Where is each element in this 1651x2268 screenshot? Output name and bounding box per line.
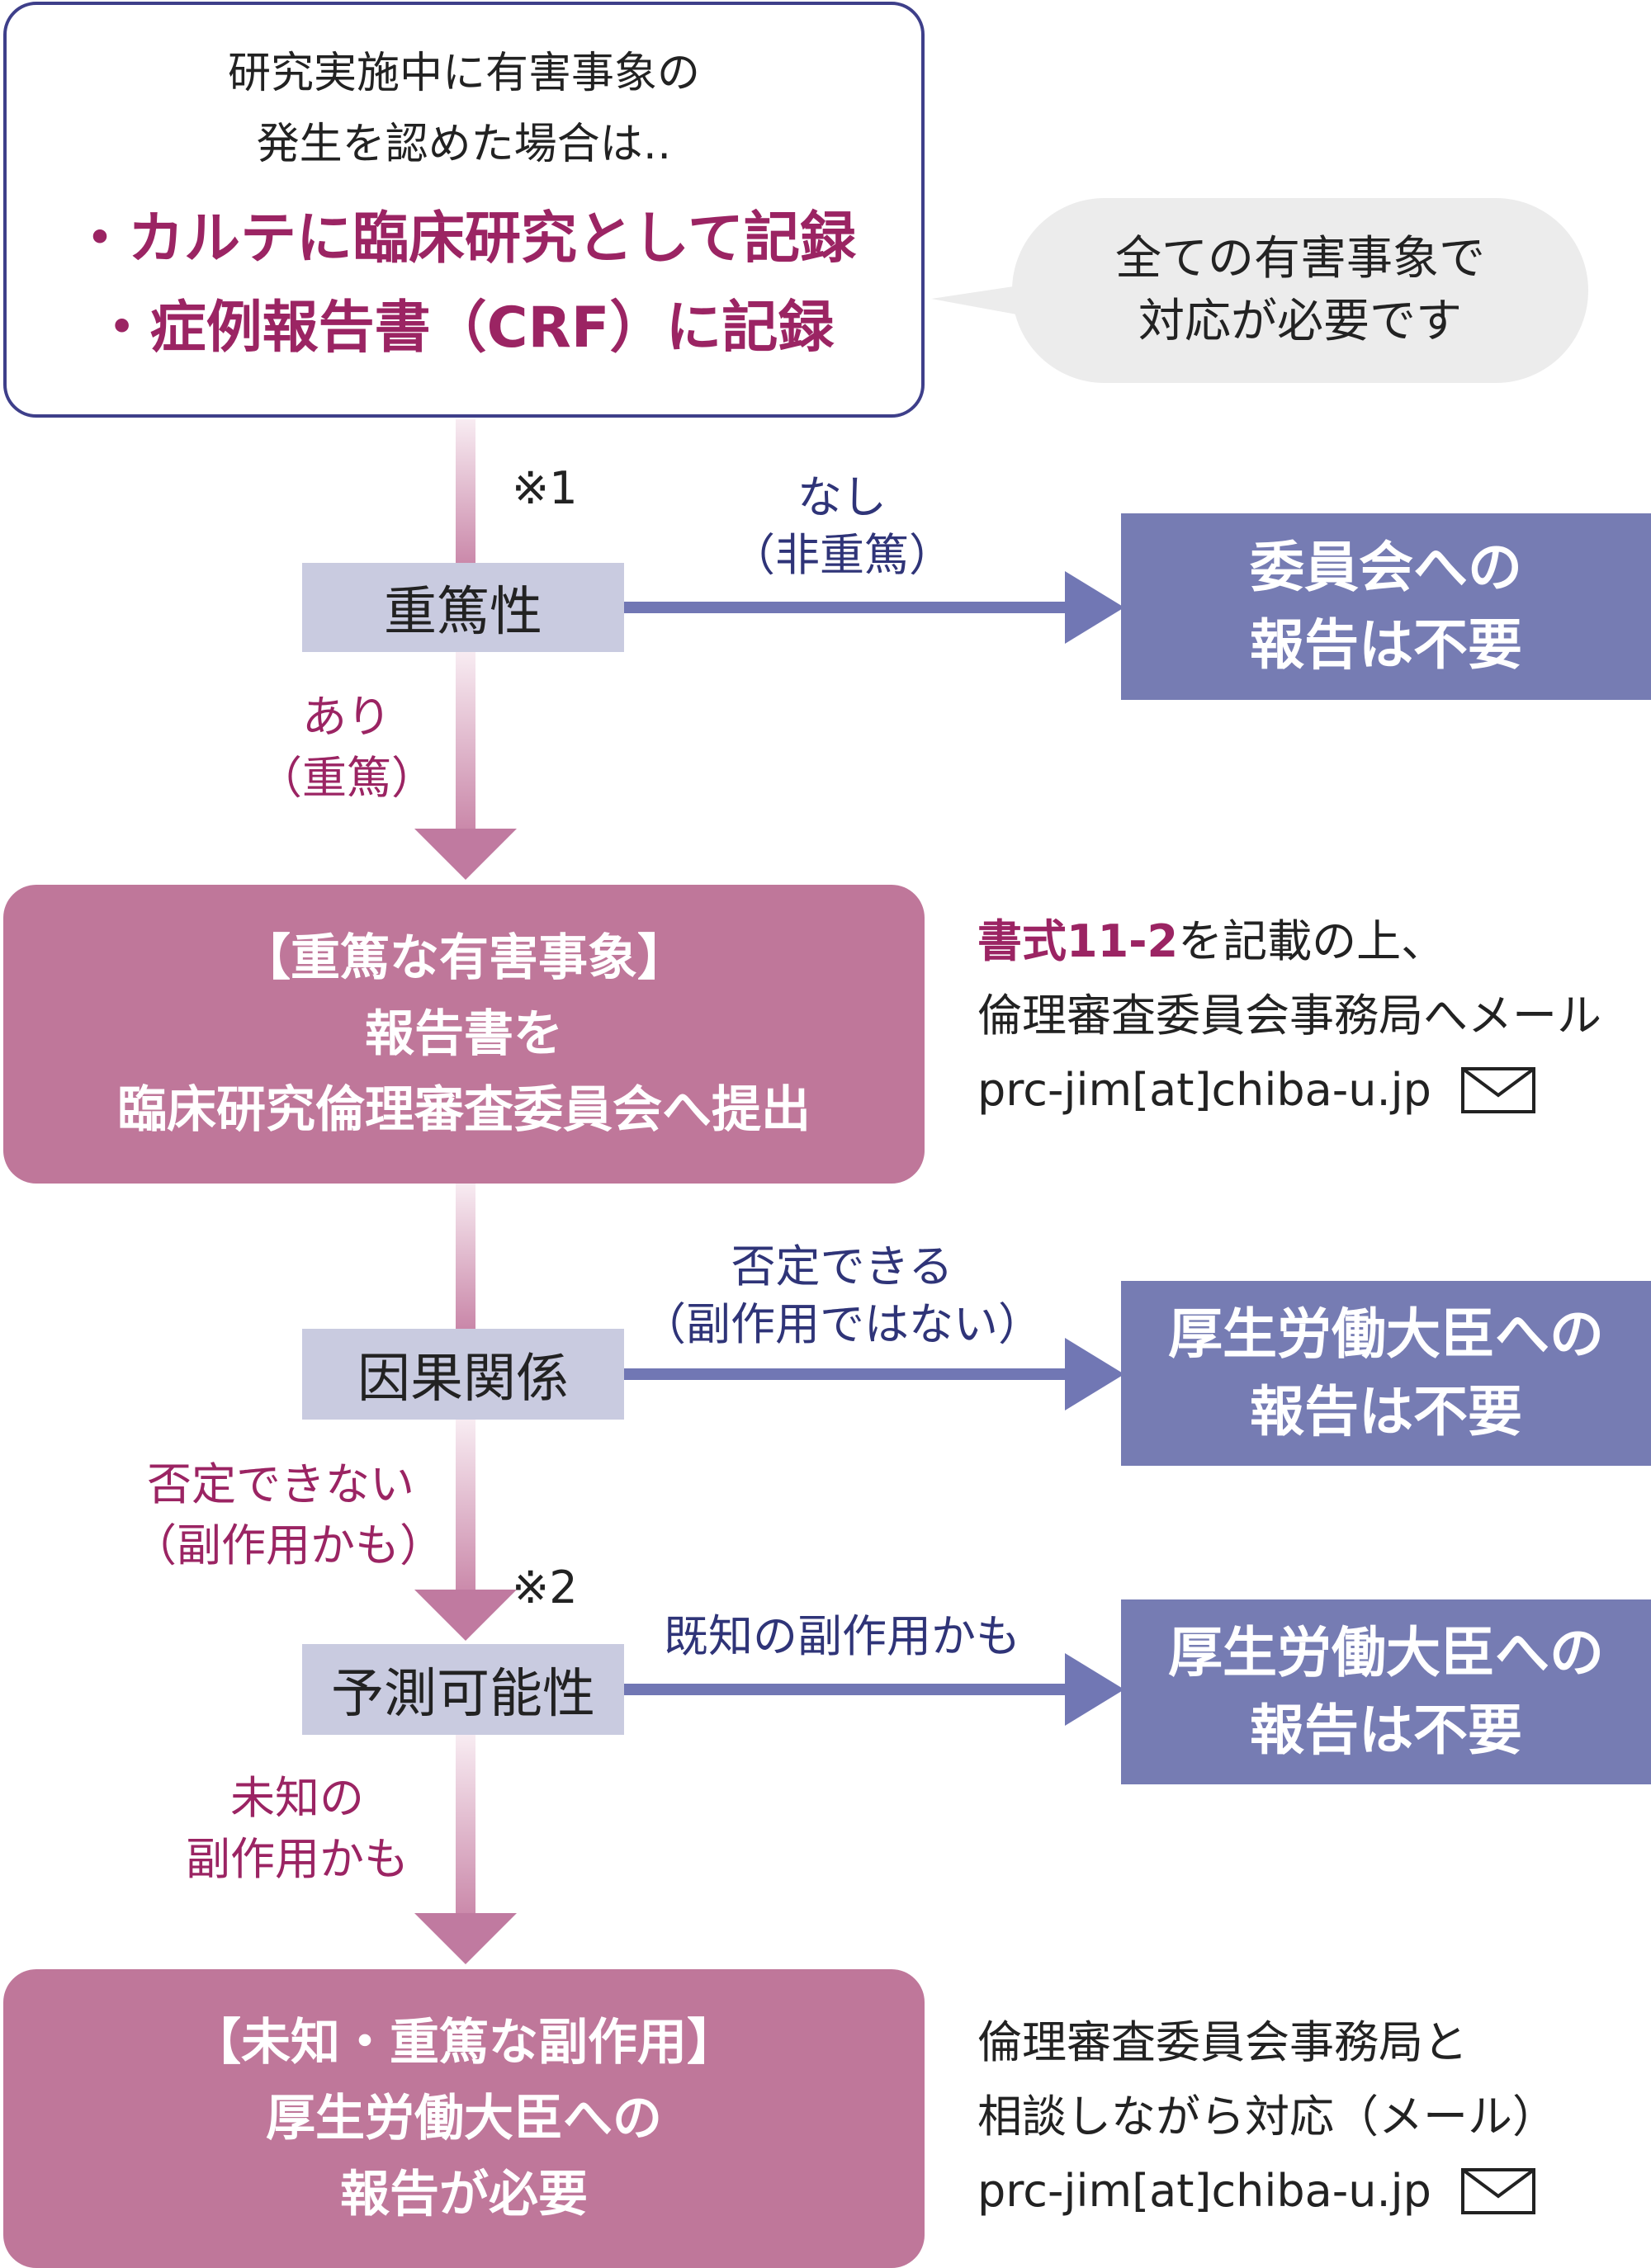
label-unknown-line-2: 副作用かも [186, 1833, 409, 1885]
label-not-serious: なし （非重篤） [726, 469, 958, 584]
connector-5 [456, 1735, 475, 1921]
label-serious-line-2: （重篤） [258, 752, 436, 804]
side-info-1: 書式11-2を記載の上、 倫理審査委員会事務局へメール prc-jim[at]c… [977, 905, 1646, 1127]
arrow-line-known [624, 1684, 1081, 1695]
intro-box: 研究実施中に有害事象の 発生を認めた場合は‥ ・カルテに臨床研究として記録 ・症… [3, 2, 925, 418]
arrow-line-deniable [624, 1368, 1081, 1380]
note-2: ※2 [512, 1562, 578, 1614]
arrowhead-not-serious [1065, 571, 1124, 644]
label-not-deniable: 否定できない （副作用かも） [132, 1454, 444, 1576]
arrowhead-not-deniable [414, 1590, 517, 1641]
bubble-tail [931, 284, 1030, 317]
email-link-2[interactable]: prc-jim[at]chiba-u.jp [977, 2165, 1431, 2217]
intro-line-1: 研究実施中に有害事象の [227, 49, 700, 98]
decision-predictability: 予測可能性 [302, 1644, 624, 1735]
arrowhead-known [1065, 1653, 1124, 1726]
pink-box-1-line-3: 臨床研究倫理審査委員会へ提出 [117, 1081, 811, 1139]
arrow-line-not-serious [624, 602, 1081, 613]
arrowhead-deniable [1065, 1338, 1124, 1410]
arrowhead-serious [414, 829, 517, 880]
decision-predictability-label: 予測可能性 [331, 1664, 595, 1725]
pink-box-2-line-2: 厚生労働大臣への [266, 2090, 662, 2148]
decision-causality-label: 因果関係 [357, 1349, 569, 1410]
pink-box-1-line-1: 【重篤な有害事象】 [241, 929, 687, 987]
connector-2 [456, 652, 475, 834]
connector-1 [456, 419, 475, 568]
pink-box-2-line-3: 報告が必要 [340, 2166, 588, 2223]
label-deniable: 否定できる （副作用ではない） [636, 1238, 1048, 1354]
label-serious-line-1: あり [302, 691, 391, 743]
label-unknown: 未知の 副作用かも [165, 1768, 429, 1890]
intro-line-2: 発生を認めた場合は‥ [256, 120, 672, 169]
side-2-line-1: 倫理審査委員会事務局と [977, 2016, 1468, 2068]
label-not-deniable-line-2: （副作用かも） [132, 1519, 444, 1571]
speech-bubble: 全ての有害事象で 対応が必要です [1012, 198, 1588, 383]
outcome-minister-1-line-2: 報告は不要 [1250, 1380, 1522, 1443]
arrowhead-unknown [414, 1913, 517, 1964]
side-2-line-2: 相談しながら対応（メール） [977, 2091, 1557, 2143]
bubble-line-1: 全ての有害事象で [1115, 232, 1485, 286]
pink-box-1-line-2: 報告書を [365, 1005, 563, 1063]
label-unknown-line-1: 未知の [230, 1772, 364, 1824]
label-not-serious-line-1: なし [797, 471, 887, 523]
label-deniable-line-2: （副作用ではない） [641, 1298, 1043, 1350]
pink-box-unknown-serious-adr: 【未知・重篤な副作用】 厚生労働大臣への 報告が必要 [3, 1969, 925, 2268]
mail-icon[interactable] [1460, 1067, 1535, 1113]
outcome-no-minister-report-1: 厚生労働大臣への 報告は不要 [1121, 1281, 1651, 1466]
label-serious: あり （重篤） [248, 687, 446, 809]
outcome-no-committee-report: 委員会への 報告は不要 [1121, 513, 1651, 700]
connector-3 [456, 1184, 475, 1330]
decision-seriousness-label: 重篤性 [384, 582, 542, 643]
outcome-committee-line-1: 委員会への [1250, 536, 1522, 599]
note-1: ※1 [512, 462, 578, 514]
outcome-minister-1-line-1: 厚生労働大臣への [1168, 1302, 1604, 1366]
bubble-line-2: 対応が必要です [1138, 295, 1462, 348]
label-known-line-1: 既知の副作用かも [664, 1610, 1020, 1662]
pink-box-2-line-1: 【未知・重篤な副作用】 [192, 2014, 736, 2072]
bullet-record-crf: ・症例報告書（CRF）に記録 [93, 295, 835, 361]
label-not-deniable-line-1: 否定できない [147, 1458, 414, 1510]
side-info-2: 倫理審査委員会事務局と 相談しながら対応（メール） prc-jim[at]chi… [977, 2006, 1646, 2228]
side-1-line-2: 倫理審査委員会事務局へメール [977, 990, 1601, 1042]
connector-4 [456, 1420, 475, 1598]
label-deniable-line-1: 否定できる [731, 1240, 953, 1292]
form-11-2: 書式11-2 [977, 915, 1179, 967]
mail-icon[interactable] [1460, 2168, 1535, 2214]
email-link-1[interactable]: prc-jim[at]chiba-u.jp [977, 1064, 1431, 1116]
pink-box-serious-ae: 【重篤な有害事象】 報告書を 臨床研究倫理審査委員会へ提出 [3, 885, 925, 1184]
outcome-committee-line-2: 報告は不要 [1250, 613, 1522, 677]
label-known: 既知の副作用かも [636, 1608, 1048, 1666]
decision-causality: 因果関係 [302, 1329, 624, 1420]
outcome-no-minister-report-2: 厚生労働大臣への 報告は不要 [1121, 1599, 1651, 1784]
decision-seriousness: 重篤性 [302, 563, 624, 652]
side-1-line-1: を記載の上、 [1178, 915, 1446, 967]
label-not-serious-line-2: （非重篤） [731, 529, 953, 581]
outcome-minister-2-line-1: 厚生労働大臣への [1168, 1621, 1604, 1684]
outcome-minister-2-line-2: 報告は不要 [1250, 1699, 1522, 1762]
bullet-record-chart: ・カルテに臨床研究として記録 [72, 206, 856, 272]
